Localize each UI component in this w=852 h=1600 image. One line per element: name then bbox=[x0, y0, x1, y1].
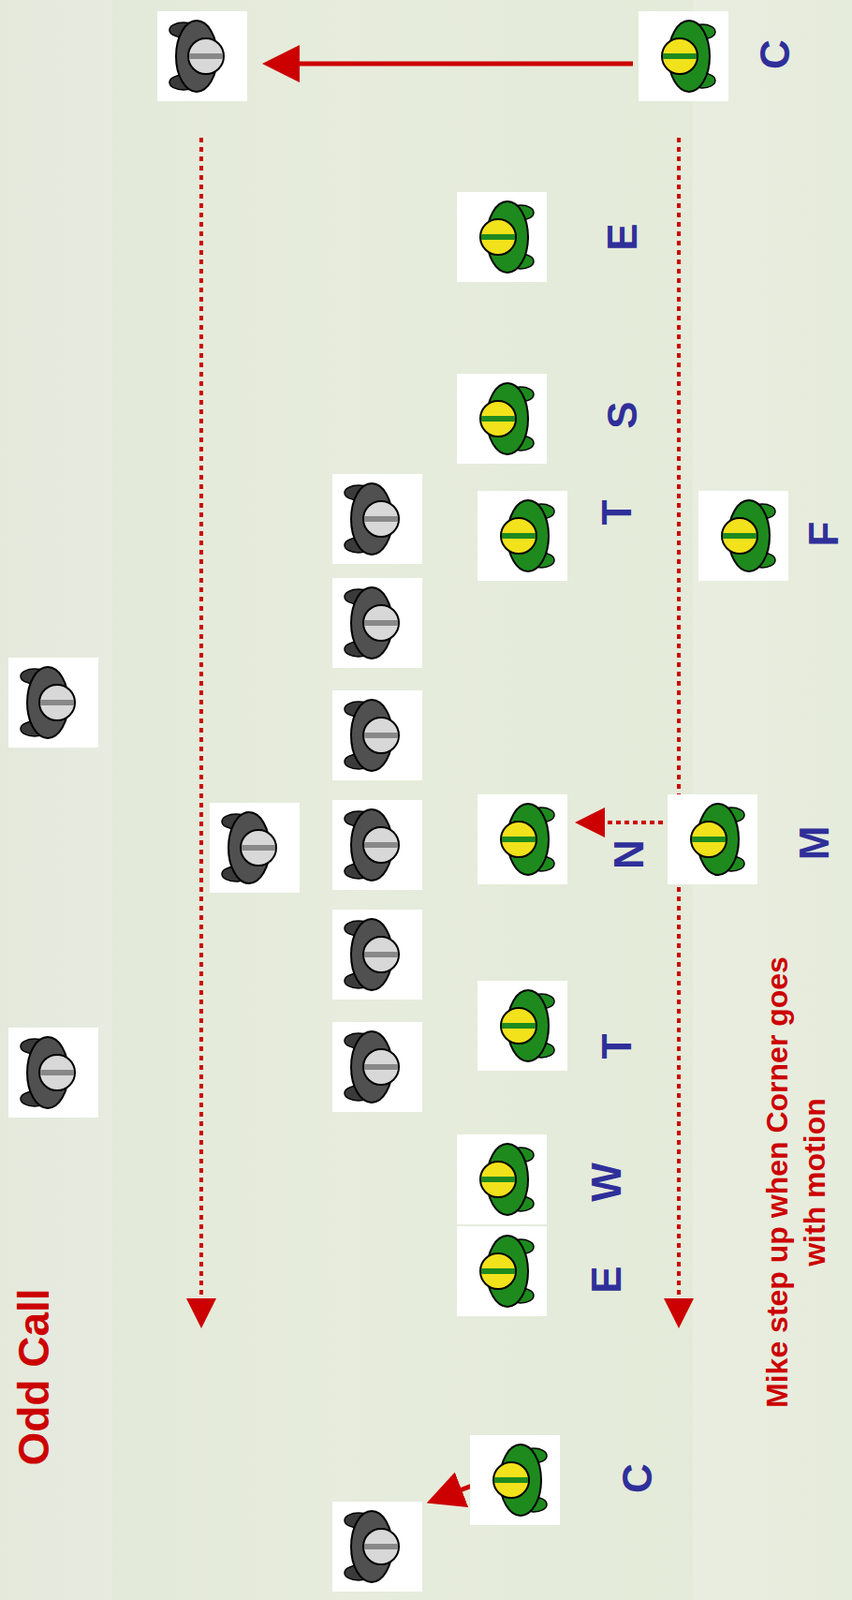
position-label: W bbox=[586, 1161, 628, 1202]
position-label: M bbox=[793, 825, 836, 861]
position-label: S bbox=[602, 400, 644, 428]
position-label: E bbox=[586, 1264, 628, 1293]
position-label: T bbox=[596, 1033, 638, 1059]
slide-title: Odd Call bbox=[12, 1287, 56, 1465]
position-label: F bbox=[803, 521, 845, 547]
position-label: C bbox=[754, 39, 796, 70]
position-label: T bbox=[596, 499, 638, 526]
position-label: C bbox=[616, 1462, 659, 1493]
coaching-note: Mike step up when Corner goes with motio… bbox=[758, 938, 834, 1425]
position-label: N bbox=[608, 838, 650, 869]
position-label: E bbox=[602, 222, 644, 250]
